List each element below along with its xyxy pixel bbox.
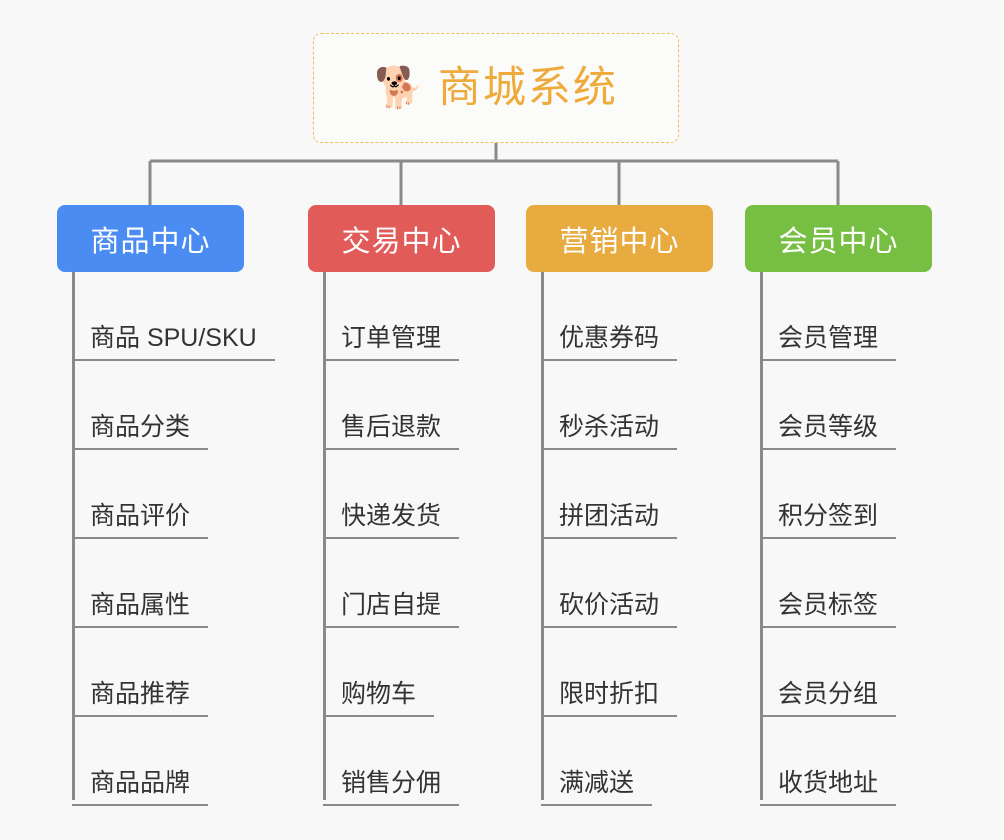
category-label: 营销中心 — [559, 225, 680, 258]
leaf-label: 拼团活动 — [541, 502, 678, 539]
leaf-item[interactable]: 优惠券码 — [526, 272, 713, 361]
leaf-list-product-center: 商品 SPU/SKU 商品分类商品评价商品属性商品推荐商品品牌 — [57, 272, 275, 806]
leaf-item[interactable]: 商品属性 — [57, 539, 244, 628]
leaf-item[interactable]: 砍价活动 — [526, 539, 713, 628]
shiba-dog-icon: 🐕 — [374, 66, 424, 110]
leaf-item[interactable]: 积分签到 — [745, 450, 932, 539]
category-box-trade-center[interactable]: 交易中心 — [308, 205, 495, 272]
leaf-label: 售后退款 — [323, 413, 460, 450]
leaf-label: 商品品牌 — [72, 769, 209, 806]
leaf-item[interactable]: 满减送 — [526, 717, 713, 806]
leaf-item[interactable]: 商品分类 — [57, 361, 244, 450]
category-box-marketing-center[interactable]: 营销中心 — [526, 205, 713, 272]
leaf-label: 优惠券码 — [541, 324, 678, 361]
leaf-item[interactable]: 拼团活动 — [526, 450, 713, 539]
leaf-label: 商品评价 — [72, 502, 209, 539]
leaf-label: 积分签到 — [760, 502, 897, 539]
category-box-product-center[interactable]: 商品中心 — [57, 205, 244, 272]
category-label: 会员中心 — [778, 225, 899, 258]
leaf-label: 砍价活动 — [541, 591, 678, 628]
leaf-label: 商品分类 — [72, 413, 209, 450]
leaf-item[interactable]: 订单管理 — [308, 272, 495, 361]
leaf-item[interactable]: 门店自提 — [308, 539, 495, 628]
leaf-item[interactable]: 商品品牌 — [57, 717, 244, 806]
leaf-item[interactable]: 收货地址 — [745, 717, 932, 806]
leaf-item[interactable]: 购物车 — [308, 628, 495, 717]
leaf-item[interactable]: 快递发货 — [308, 450, 495, 539]
leaf-item[interactable]: 会员管理 — [745, 272, 932, 361]
leaf-label: 会员管理 — [760, 324, 897, 361]
leaf-item[interactable]: 商品评价 — [57, 450, 244, 539]
leaf-label: 秒杀活动 — [541, 413, 678, 450]
branch-column-product-center: 商品中心商品 SPU/SKU 商品分类商品评价商品属性商品推荐商品品牌 — [57, 205, 275, 806]
leaf-label: 门店自提 — [323, 591, 460, 628]
leaf-list-member-center: 会员管理会员等级积分签到会员标签会员分组收货地址 — [745, 272, 932, 806]
leaf-item[interactable]: 会员标签 — [745, 539, 932, 628]
leaf-label: 销售分佣 — [323, 769, 460, 806]
leaf-item[interactable]: 销售分佣 — [308, 717, 495, 806]
leaf-label: 订单管理 — [323, 324, 460, 361]
leaf-item[interactable]: 限时折扣 — [526, 628, 713, 717]
leaf-item[interactable]: 商品推荐 — [57, 628, 244, 717]
branch-column-member-center: 会员中心会员管理会员等级积分签到会员标签会员分组收货地址 — [745, 205, 932, 806]
leaf-list-marketing-center: 优惠券码秒杀活动拼团活动砍价活动限时折扣满减送 — [526, 272, 713, 806]
leaf-label: 快递发货 — [323, 502, 460, 539]
leaf-label: 商品属性 — [72, 591, 209, 628]
branch-column-marketing-center: 营销中心优惠券码秒杀活动拼团活动砍价活动限时折扣满减送 — [526, 205, 713, 806]
root-node-商城系统[interactable]: 🐕 商城系统 — [313, 33, 679, 143]
leaf-item[interactable]: 商品 SPU/SKU — [57, 272, 275, 361]
leaf-list-trade-center: 订单管理售后退款快递发货门店自提购物车销售分佣 — [308, 272, 495, 806]
category-box-member-center[interactable]: 会员中心 — [745, 205, 932, 272]
leaf-label: 限时折扣 — [541, 680, 678, 717]
leaf-item[interactable]: 秒杀活动 — [526, 361, 713, 450]
leaf-label: 商品推荐 — [72, 680, 209, 717]
leaf-label: 收货地址 — [760, 769, 897, 806]
leaf-label: 会员等级 — [760, 413, 897, 450]
leaf-label: 商品 SPU/SKU — [72, 324, 275, 361]
leaf-label: 会员标签 — [760, 591, 897, 628]
root-node-title: 商城系统 — [437, 63, 618, 112]
leaf-item[interactable]: 会员等级 — [745, 361, 932, 450]
category-label: 商品中心 — [90, 225, 211, 258]
leaf-label: 会员分组 — [760, 680, 897, 717]
branch-column-trade-center: 交易中心订单管理售后退款快递发货门店自提购物车销售分佣 — [308, 205, 495, 806]
leaf-item[interactable]: 会员分组 — [745, 628, 932, 717]
category-label: 交易中心 — [341, 225, 462, 258]
leaf-item[interactable]: 售后退款 — [308, 361, 495, 450]
leaf-label: 满减送 — [541, 769, 653, 806]
leaf-label: 购物车 — [323, 680, 435, 717]
